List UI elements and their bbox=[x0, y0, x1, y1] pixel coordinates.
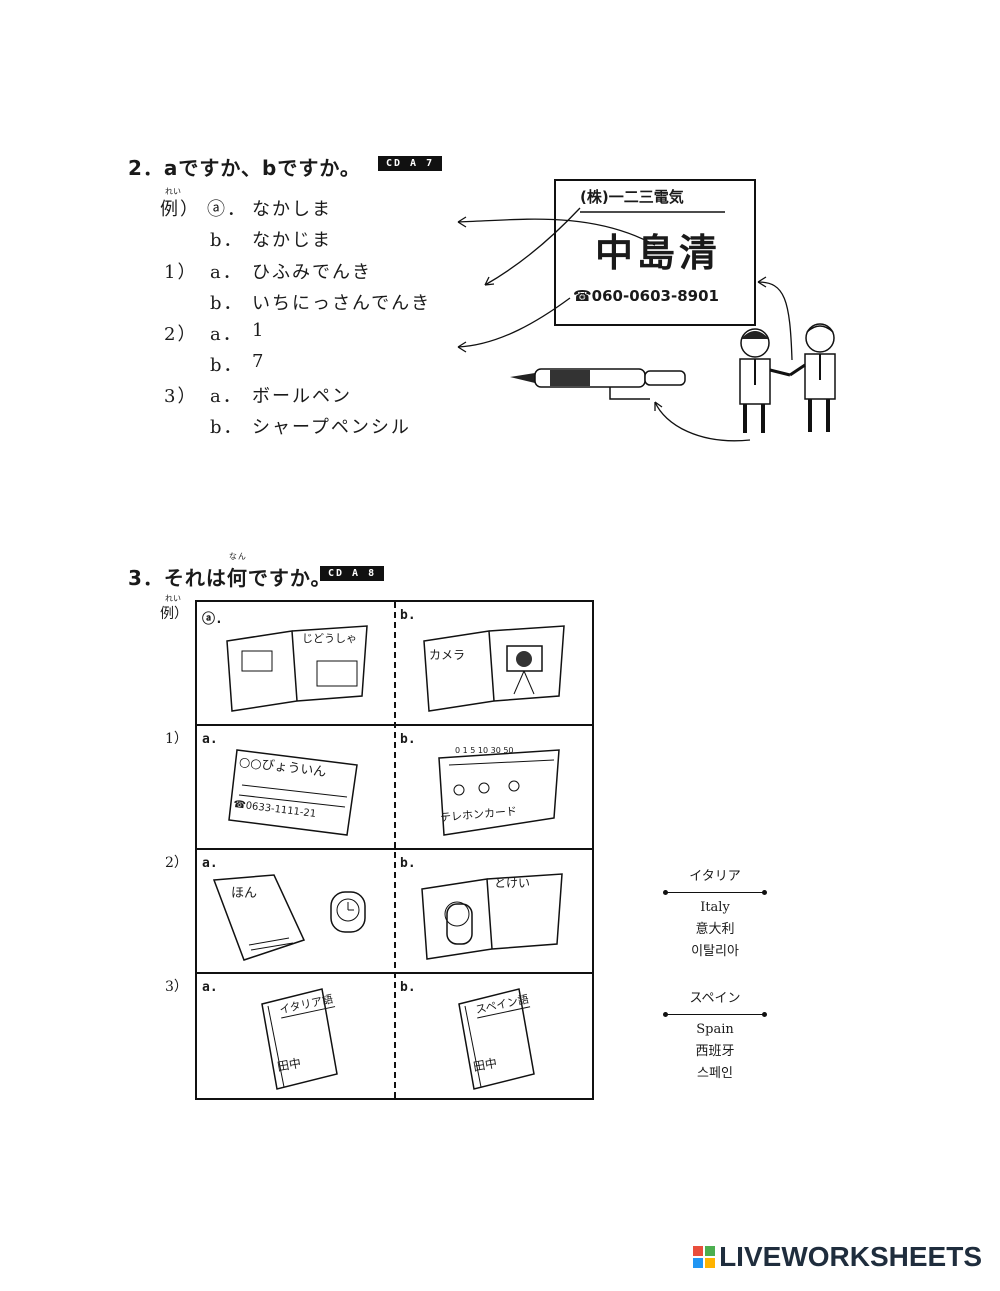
italian-textbook-icon bbox=[261, 988, 338, 1090]
example-label: 例） bbox=[160, 199, 200, 220]
telephone-card-units: 0 1 5 10 30 50 bbox=[455, 746, 514, 755]
car-magazine-label: じどうしゃ bbox=[302, 632, 357, 645]
example-b-text: なかじま bbox=[252, 230, 332, 251]
q2-b-text: 7 bbox=[252, 351, 266, 372]
glossary-divider bbox=[663, 1012, 767, 1017]
magazine-camera-icon bbox=[423, 625, 565, 712]
section-3-title: 3．それはなん何ですか。 bbox=[128, 552, 332, 591]
glossary-spain-en: Spain bbox=[696, 1022, 734, 1037]
column-divider bbox=[394, 602, 396, 1098]
table-row: a. b. ○○びょういん ☎0633-1111-21 0 1 5 10 30 … bbox=[197, 726, 592, 850]
business-card bbox=[554, 179, 756, 326]
clock-icon bbox=[330, 891, 366, 933]
spanish-textbook-icon bbox=[458, 988, 535, 1090]
q3-b-text: シャープペンシル bbox=[252, 417, 411, 438]
brand-mark-icon bbox=[693, 1246, 716, 1268]
picture-choice-table: ⓐ. b. じどうしゃ カメラ a. b. ○○びょういん ☎0633-1111… bbox=[195, 600, 594, 1100]
q1-a-marker: a． bbox=[210, 262, 243, 283]
section-3-ruby: なん bbox=[228, 552, 247, 561]
example-a-marker: ⓐ． bbox=[207, 199, 247, 220]
choice-b-marker: b. bbox=[400, 856, 416, 871]
glossary-italy: イタリア Italy 意大利 이탈리아 bbox=[663, 866, 767, 963]
example-label-2: 例） bbox=[160, 606, 188, 622]
choice-a-marker: a. bbox=[202, 732, 218, 747]
book-and-clock-icon bbox=[212, 874, 366, 961]
section-3-title-suffix: ですか。 bbox=[247, 566, 332, 590]
glossary-italy-en: Italy bbox=[700, 900, 730, 915]
table-row: ⓐ. b. じどうしゃ カメラ bbox=[197, 602, 592, 726]
clock-magazine-icon bbox=[421, 873, 563, 960]
row-1-label: 1） bbox=[165, 731, 188, 747]
q3-b-marker: b． bbox=[210, 417, 244, 438]
telephone-card-icon bbox=[438, 749, 560, 836]
q2-a-marker: a． bbox=[210, 324, 243, 345]
q1-number: 1） bbox=[164, 262, 198, 283]
example-b-marker: b． bbox=[210, 230, 244, 251]
q1-b-marker: b． bbox=[210, 293, 244, 314]
ballpoint-pen bbox=[510, 368, 686, 400]
businessman-right bbox=[789, 323, 836, 432]
row-3-label: 3） bbox=[165, 979, 188, 995]
book-label: ほん bbox=[231, 886, 258, 901]
glossary-spain-kana: スペイン bbox=[689, 991, 741, 1006]
section-2-title: 2．aですか、bですか。 bbox=[128, 156, 361, 180]
glossary-italy-ko: 이탈리아 bbox=[691, 944, 739, 959]
card-company: (株)一二三電気 bbox=[580, 188, 684, 206]
choice-b-marker: b. bbox=[400, 980, 416, 995]
arrow-to-example bbox=[457, 218, 656, 246]
glossary-italy-kana: イタリア bbox=[689, 869, 741, 884]
arrow-to-q2 bbox=[457, 297, 571, 348]
glossary-spain-ko: 스페인 bbox=[697, 1066, 733, 1081]
businessman-left bbox=[739, 328, 791, 433]
choice-a-marker: a. bbox=[202, 856, 218, 871]
example-a-text: なかしま bbox=[252, 199, 332, 220]
card-name: 中島清 bbox=[595, 230, 722, 275]
q3-number: 3） bbox=[164, 386, 198, 407]
cd-track-badge-2: CD A 8 bbox=[320, 566, 385, 581]
q3-a-marker: a． bbox=[210, 386, 243, 407]
camera-magazine-label: カメラ bbox=[429, 648, 466, 662]
q3-a-text: ボールペン bbox=[252, 386, 352, 407]
brand-text: LIVEWORKSHEETS bbox=[719, 1241, 982, 1272]
q1-b-text: いちにっさんでんき bbox=[252, 293, 432, 314]
example-ruby-2: れい bbox=[165, 594, 181, 603]
hospital-card-icon bbox=[228, 749, 358, 836]
q1-a-text: ひふみでんき bbox=[252, 262, 372, 283]
section-3-title-prefix: 3．それは bbox=[128, 566, 227, 590]
choice-a-marker: ⓐ. bbox=[202, 612, 223, 627]
choice-a-marker: a. bbox=[202, 980, 218, 995]
liveworksheets-logo[interactable]: LIVEWORKSHEETS bbox=[693, 1241, 982, 1273]
section-3-title-kanji: 何 bbox=[226, 566, 248, 590]
row-2-label: 2） bbox=[165, 855, 188, 871]
choice-b-marker: b. bbox=[400, 608, 416, 623]
glossary-spain-zh: 西班牙 bbox=[695, 1044, 735, 1059]
magazine-car-icon bbox=[226, 625, 368, 712]
table-row: a. b. ほん とけい bbox=[197, 850, 592, 974]
glossary-divider bbox=[663, 890, 767, 895]
glossary-spain: スペイン Spain 西班牙 스페인 bbox=[663, 988, 767, 1085]
clock-magazine-label: とけい bbox=[494, 876, 531, 890]
glossary-italy-zh: 意大利 bbox=[695, 922, 735, 937]
business-card-illustration bbox=[457, 179, 836, 442]
arrow-to-q1 bbox=[484, 207, 581, 286]
q2-a-text: 1 bbox=[252, 320, 266, 341]
q2-b-marker: b． bbox=[210, 355, 244, 376]
choice-b-marker: b. bbox=[400, 732, 416, 747]
cd-track-badge: CD A 7 bbox=[378, 156, 443, 171]
table-row: a. b. イタリア語 田中 スペイン語 田中 bbox=[197, 974, 592, 1098]
example-ruby: れい bbox=[165, 187, 181, 196]
card-phone: ☎060-0603-8901 bbox=[573, 287, 719, 305]
q2-number: 2） bbox=[164, 324, 198, 345]
